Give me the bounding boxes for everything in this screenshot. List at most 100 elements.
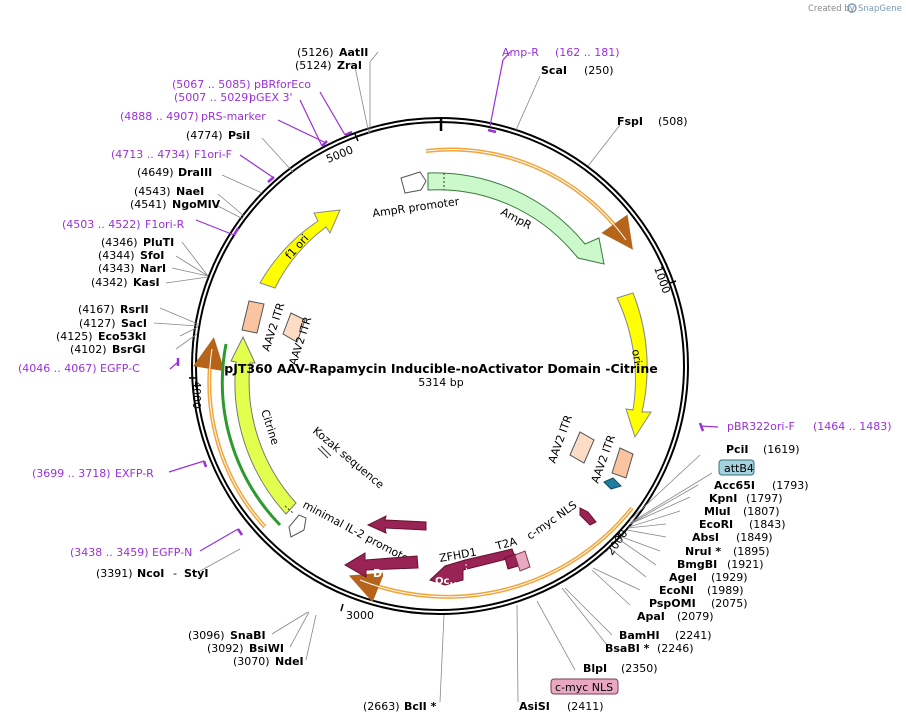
- enzyme-bcli[interactable]: BclI *: [404, 700, 437, 713]
- enzyme-kpni[interactable]: KpnI: [709, 492, 737, 505]
- enzyme-pos-ngomiv: (4541): [130, 198, 167, 211]
- enzyme-nari[interactable]: NarI: [140, 262, 166, 275]
- primer-f1ori-f[interactable]: F1ori-F: [194, 148, 232, 161]
- enzyme-zrai[interactable]: ZraI: [337, 59, 362, 72]
- kozak-mark-b: [320, 445, 332, 457]
- aav2-itr-right-inner-label: AAV2 ITR: [546, 413, 576, 465]
- enzyme-pos-psii: (4774): [186, 129, 223, 142]
- enzyme-pos-bmgbi: (1921): [727, 558, 764, 571]
- enzyme-naei[interactable]: NaeI: [176, 185, 204, 198]
- primer-egfp-n[interactable]: EGFP-N: [152, 546, 192, 559]
- enzyme-pos-bsrgi: (4102): [70, 343, 107, 356]
- aav2-itr-left-outer[interactable]: [241, 300, 265, 334]
- attb4-label-box[interactable]: attB4: [718, 459, 755, 476]
- fkbp-feature[interactable]: [366, 515, 427, 534]
- dmrb-feature[interactable]: [344, 552, 419, 578]
- tick-label-1000: 1000: [651, 265, 673, 296]
- primer-pbrforeco[interactable]: pBRforEco: [254, 78, 311, 91]
- enzyme-labels: (5126) AatII (5124) ZraI ScaI (250) FspI…: [56, 46, 809, 713]
- primer-egfp-c[interactable]: EGFP-C: [100, 362, 140, 375]
- credit-brand: SnapGene: [858, 4, 902, 14]
- enzyme-absi[interactable]: AbsI: [692, 531, 719, 544]
- enzyme-bsabi[interactable]: BsaBI *: [605, 642, 650, 655]
- enzyme-pspomi[interactable]: PspOMI: [649, 597, 696, 610]
- enzyme-bamhi[interactable]: BamHI: [619, 629, 660, 642]
- enzyme-econi[interactable]: EcoNI: [659, 584, 694, 597]
- enzyme-aatii[interactable]: AatII: [339, 46, 368, 59]
- primer-range-pgex3: (5007 .. 5029): [174, 91, 253, 104]
- enzyme-saci[interactable]: SacI: [121, 317, 147, 330]
- enzyme-acc65i[interactable]: Acc65I: [714, 479, 755, 492]
- credit-prefix: Created by: [808, 4, 855, 14]
- enzyme-pos-bsiwi: (3092): [207, 642, 244, 655]
- primer-amp-r[interactable]: Amp-R: [502, 46, 539, 59]
- enzyme-pos-styi: -: [173, 567, 177, 580]
- enzyme-pos-scai: (250): [584, 64, 614, 77]
- enzyme-pos-snabi: (3096): [188, 629, 225, 642]
- primer-range-f1ori-f: (4713 .. 4734): [111, 148, 190, 161]
- enzyme-pos-nrui: (1895): [733, 545, 770, 558]
- aav2-itr-right-inner[interactable]: [569, 431, 595, 464]
- enzyme-blpi[interactable]: BlpI: [583, 662, 607, 675]
- cmyc-nls-label-box[interactable]: c-myc NLS: [550, 678, 619, 695]
- tick-label-4000: 4000: [190, 381, 203, 409]
- enzyme-draiii[interactable]: DraIII: [178, 166, 212, 179]
- tick-marks: [189, 133, 677, 612]
- enzyme-pos-saci: (4127): [79, 317, 116, 330]
- ori-feature[interactable]: [616, 292, 652, 439]
- enzyme-mlui[interactable]: MluI: [704, 505, 731, 518]
- enzyme-eco53ki[interactable]: Eco53kI: [98, 330, 146, 343]
- citrine-feature[interactable]: [230, 335, 297, 515]
- enzyme-nrui[interactable]: NruI *: [685, 545, 721, 558]
- ampr-feature[interactable]: [427, 172, 605, 265]
- zfhd1-divider: [465, 563, 469, 581]
- f1-ori-feature[interactable]: [259, 209, 341, 289]
- enzyme-styi[interactable]: StyI: [184, 567, 208, 580]
- enzyme-pos-apai: (2079): [677, 610, 714, 623]
- enzyme-ncoi[interactable]: NcoI: [137, 567, 164, 580]
- attb4-feature[interactable]: [603, 477, 622, 490]
- enzyme-pcii[interactable]: PciI: [726, 443, 748, 456]
- enzyme-apai[interactable]: ApaI: [637, 610, 665, 623]
- enzyme-psii[interactable]: PsiI: [228, 129, 250, 142]
- enzyme-rsrii[interactable]: RsrII: [120, 303, 149, 316]
- primer-range-pbr322ori-f: (1464 .. 1483): [813, 420, 892, 433]
- primer-f1ori-r[interactable]: F1ori-R: [145, 218, 185, 231]
- enzyme-ngomiv[interactable]: NgoMIV: [172, 198, 221, 211]
- cmyc-nls-feature[interactable]: [514, 550, 531, 572]
- minimal-il2-promoter-arrow[interactable]: [288, 514, 307, 538]
- aav2-itr-right-outer[interactable]: [611, 447, 634, 479]
- kozak-mark-a: [317, 447, 329, 459]
- enzyme-sfoi[interactable]: SfoI: [140, 249, 164, 262]
- enzyme-pos-pcii: (1619): [763, 443, 800, 456]
- cmyc-nls-label: c-myc NLS: [555, 681, 613, 694]
- plasmid-size: 5314 bp: [418, 376, 463, 389]
- enzyme-snabi[interactable]: SnaBI: [230, 629, 266, 642]
- enzyme-asisi[interactable]: AsiSI: [519, 700, 550, 713]
- oc-label: Oc...: [435, 576, 461, 587]
- enzyme-pos-ncoi: (3391): [96, 567, 133, 580]
- aav2-itr-left-inner[interactable]: [282, 312, 306, 343]
- enzyme-scai[interactable]: ScaI: [541, 64, 567, 77]
- enzyme-pos-nari: (4343): [98, 262, 135, 275]
- primer-range-egfp-c: (4046 .. 4067): [18, 362, 97, 375]
- cmyc-nls-arrow[interactable]: [579, 507, 597, 526]
- enzyme-pluti[interactable]: PluTI: [143, 236, 174, 249]
- primer-pgex3[interactable]: pGEX 3': [249, 91, 293, 104]
- primer-pbr322ori-f[interactable]: pBR322ori-F: [727, 420, 795, 433]
- enzyme-fspi[interactable]: FspI: [617, 115, 643, 128]
- enzyme-kasi[interactable]: KasI: [133, 276, 160, 289]
- enzyme-bmgbi[interactable]: BmgBI: [677, 558, 717, 571]
- enzyme-ecori[interactable]: EcoRI: [699, 518, 733, 531]
- enzyme-bsrgi[interactable]: BsrGI: [112, 343, 145, 356]
- primer-exfp-r[interactable]: EXFP-R: [115, 467, 154, 480]
- enzyme-bsiwi[interactable]: BsiWI: [249, 642, 284, 655]
- zfhd1-feature[interactable]: [429, 548, 516, 586]
- enzyme-agei[interactable]: AgeI: [669, 571, 697, 584]
- enzyme-pos-draiii: (4649): [137, 166, 174, 179]
- zfhd1-label: ZFHD1: [438, 546, 477, 565]
- primer-prs-marker[interactable]: pRS-marker: [201, 110, 266, 123]
- enzyme-ndei[interactable]: NdeI: [275, 655, 304, 668]
- ampr-promoter-arrow[interactable]: [400, 171, 427, 194]
- enzyme-pos-pluti: (4346): [101, 236, 138, 249]
